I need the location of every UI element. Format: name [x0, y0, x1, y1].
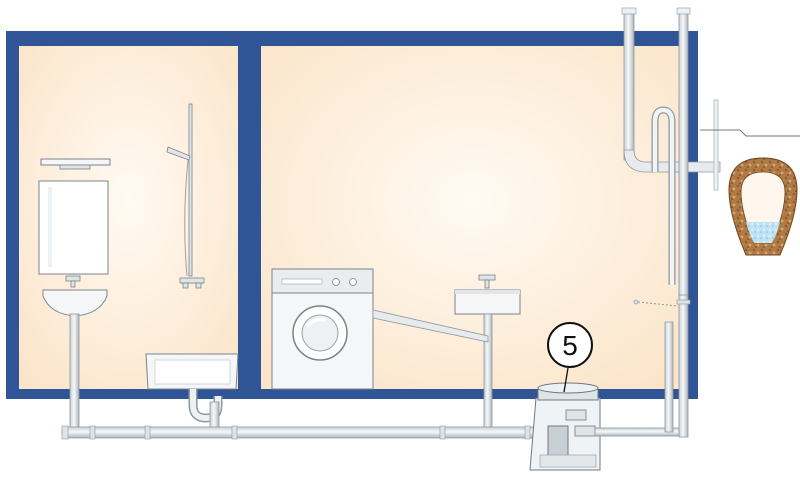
washing-machine-controls	[281, 278, 357, 286]
vent-stack-right	[678, 9, 689, 296]
callout-circle	[547, 322, 593, 368]
shower	[166, 103, 205, 289]
sewer-pipe-section-icon	[728, 157, 798, 256]
building	[6, 31, 698, 399]
bathroom-fixtures	[38, 158, 111, 431]
discharge-riser	[664, 321, 674, 433]
utility-sink-drain	[483, 313, 493, 431]
collection-pipe	[61, 425, 543, 440]
callout-5: 5	[547, 322, 593, 393]
vent-stack-elbow	[623, 149, 721, 173]
sink-drain-pipe	[69, 313, 80, 431]
vent-stack-left	[623, 9, 635, 161]
mirror-light-base	[59, 164, 91, 170]
vent-stacks	[621, 7, 800, 296]
washing-machine	[271, 268, 374, 390]
shower-head-icon	[166, 146, 191, 161]
callout-number: 5	[562, 330, 578, 361]
ground-line	[700, 129, 800, 137]
washing-machine-drain-hose	[372, 309, 489, 343]
bathtub	[145, 353, 239, 431]
faucet-icon	[65, 275, 81, 288]
main-drain-pipe	[61, 426, 543, 439]
callout-leader	[563, 367, 569, 393]
utility-faucet-icon	[478, 274, 496, 289]
shower-rail	[188, 103, 193, 277]
sewage-lifting-station-icon	[529, 382, 601, 471]
vent-return-pipe	[678, 291, 689, 438]
shower-mixer-icon	[179, 277, 205, 289]
mirror-light	[40, 158, 111, 166]
sewer-water	[746, 222, 780, 243]
shower-hose	[184, 159, 189, 277]
